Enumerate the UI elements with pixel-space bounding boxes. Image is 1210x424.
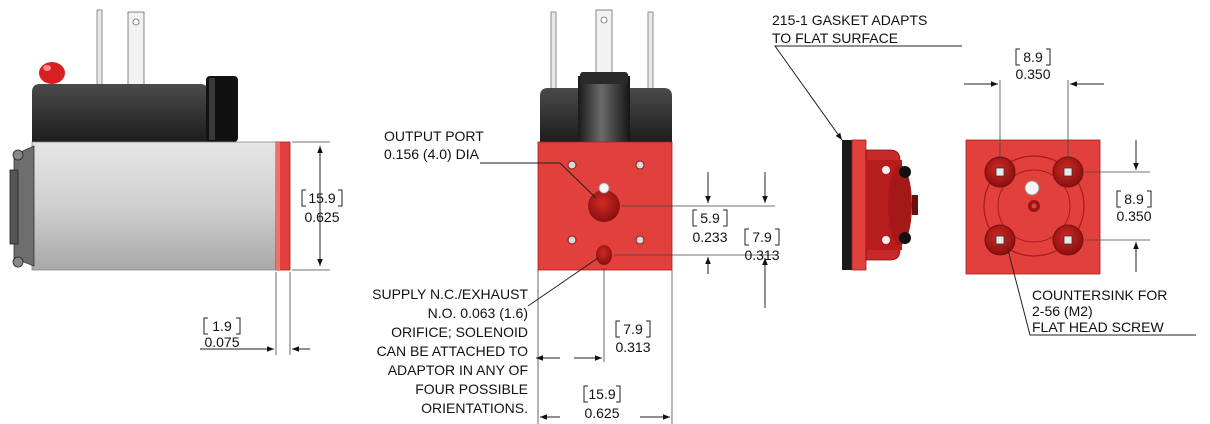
svg-text:ORIENTATIONS.: ORIENTATIONS. (421, 400, 528, 416)
dim-port-spacing-h: 7.9 0.313 (615, 320, 651, 355)
svg-text:8.9: 8.9 (1124, 191, 1144, 207)
svg-text:0.233: 0.233 (692, 229, 727, 245)
countersink-label: COUNTERSINK FOR 2-56 (M2) FLAT HEAD SCRE… (1032, 287, 1167, 335)
dim-height-side: 15.9 0.625 (301, 189, 343, 225)
dim-port-spacing-v: 7.9 0.313 (744, 228, 780, 263)
output-port-label: OUTPUT PORT 0.156 (4.0) DIA (384, 128, 484, 162)
gasket (842, 140, 852, 270)
svg-text:2-56 (M2): 2-56 (M2) (1032, 303, 1093, 319)
svg-text:0.313: 0.313 (615, 339, 650, 355)
svg-text:CAN BE ATTACHED TO: CAN BE ATTACHED TO (377, 343, 529, 359)
dim-hole-spacing-h: 8.9 0.350 (1015, 48, 1051, 82)
svg-text:ORIFICE; SOLENOID: ORIFICE; SOLENOID (391, 324, 528, 340)
svg-text:0.625: 0.625 (584, 405, 619, 421)
dim-hole-spacing-v: 8.9 0.350 (1116, 190, 1152, 224)
svg-text:TO FLAT SURFACE: TO FLAT SURFACE (772, 30, 898, 46)
svg-text:ADAPTOR IN ANY OF: ADAPTOR IN ANY OF (388, 362, 528, 378)
countersink-holes (984, 156, 1084, 256)
svg-text:FLAT HEAD SCREW: FLAT HEAD SCREW (1032, 319, 1165, 335)
svg-text:7.9: 7.9 (752, 229, 772, 245)
side-view (9, 9, 330, 355)
svg-text:215-1 GASKET ADAPTS: 215-1 GASKET ADAPTS (772, 12, 927, 28)
dim-gasket-thickness: 1.9 0.075 (203, 317, 241, 350)
svg-text:7.9: 7.9 (623, 321, 643, 337)
svg-text:0.313: 0.313 (744, 247, 779, 263)
svg-text:COUNTERSINK FOR: COUNTERSINK FOR (1032, 287, 1167, 303)
svg-text:N.O. 0.063 (1.6): N.O. 0.063 (1.6) (428, 305, 528, 321)
led-indicator (39, 62, 65, 84)
svg-text:OUTPUT PORT: OUTPUT PORT (384, 128, 484, 144)
svg-text:15.9: 15.9 (308, 190, 335, 206)
terminal-pin (96, 9, 103, 89)
solenoid-cap (32, 84, 208, 142)
svg-text:0.350: 0.350 (1015, 66, 1050, 82)
svg-text:0.156 (4.0) DIA: 0.156 (4.0) DIA (384, 146, 480, 162)
dim-port-offset: 5.9 0.233 (692, 209, 728, 245)
gasket-label: 215-1 GASKET ADAPTS TO FLAT SURFACE (772, 12, 927, 46)
solenoid-body (31, 141, 279, 271)
svg-text:8.9: 8.9 (1023, 49, 1043, 65)
svg-text:0.625: 0.625 (304, 209, 339, 225)
front-view (480, 9, 775, 424)
supply-port (596, 245, 612, 265)
dim-width-front: 15.9 0.625 (583, 385, 621, 421)
svg-text:5.9: 5.9 (700, 210, 720, 226)
svg-text:FOUR POSSIBLE: FOUR POSSIBLE (415, 381, 528, 397)
svg-text:1.9: 1.9 (212, 318, 232, 334)
svg-text:SUPPLY N.C./EXHAUST: SUPPLY N.C./EXHAUST (372, 286, 528, 302)
svg-text:0.075: 0.075 (204, 334, 239, 350)
svg-text:0.350: 0.350 (1116, 208, 1151, 224)
gasket-side-view (774, 45, 962, 271)
svg-text:15.9: 15.9 (588, 386, 615, 402)
face-view (964, 80, 1196, 336)
supply-label: SUPPLY N.C./EXHAUST N.O. 0.063 (1.6) ORI… (372, 286, 528, 416)
